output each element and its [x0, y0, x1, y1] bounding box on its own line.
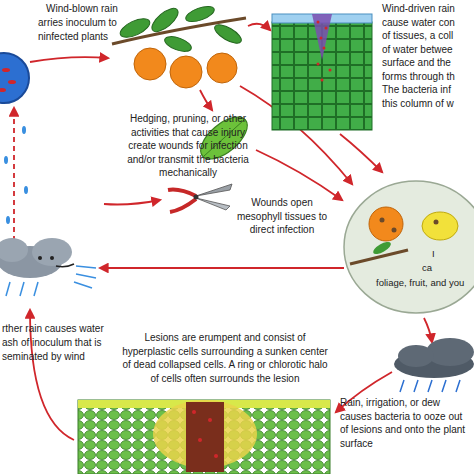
cycle-arrow — [200, 90, 212, 110]
annotation-text: The bacteria inf — [382, 83, 451, 97]
oranges — [134, 48, 237, 88]
bacteria — [0, 68, 16, 92]
cycle-arrow — [100, 267, 344, 269]
symptom-text: ca — [422, 262, 432, 274]
pruning-shears — [168, 184, 232, 212]
oval-ground — [344, 181, 474, 313]
cycle-arrow — [104, 200, 160, 205]
cycle-arrow — [13, 108, 15, 250]
symptom-text: foliage, fruit, and you — [376, 277, 464, 289]
annotation-text: of water betwee — [382, 43, 453, 57]
storm-cloud — [0, 238, 96, 296]
orange-fruit — [369, 207, 403, 241]
annotation-text: ash of inoculum that is — [2, 336, 102, 350]
bacteria — [317, 21, 332, 82]
annotation-text: Wounds open mesophyll tissues to direct … — [232, 196, 332, 237]
annotation-text: Rain, irrigation, or dew causes bacteria… — [340, 396, 472, 450]
oval-outline — [342, 178, 474, 316]
water-column — [312, 14, 332, 60]
leaf-cells — [272, 22, 372, 130]
annotation-text: forms through th — [382, 70, 455, 84]
cycle-arrow — [248, 24, 270, 30]
rain-cloud — [394, 338, 474, 392]
annotation-text: Lesions are erumpent and consist of hype… — [120, 331, 330, 385]
annotation-text: seminated by wind — [2, 350, 85, 364]
canker-lesion — [380, 218, 385, 223]
annotation-text: Wind-driven rain — [382, 2, 455, 16]
annotation-text: Wind-blown rain — [46, 2, 118, 16]
annotation-text: surface and the — [382, 56, 451, 70]
lesion-cross-section — [78, 400, 330, 474]
citrus-leaves — [118, 3, 244, 54]
rain-drops — [4, 126, 28, 224]
cycle-arrow — [424, 318, 432, 342]
annotation-text: cause water con — [382, 16, 455, 30]
annotation-text: rther rain causes water — [2, 322, 104, 336]
stem-leaf — [371, 240, 392, 257]
annotation-text: this column of w — [382, 97, 454, 111]
lemon-fruit — [422, 212, 458, 240]
symptom-text: I — [432, 248, 435, 260]
canker-lesion — [434, 220, 439, 225]
inoculum-drop — [0, 53, 29, 103]
canker-lesion — [392, 228, 397, 233]
cycle-arrow — [30, 57, 108, 62]
cycle-arrow — [256, 150, 342, 200]
symptom-oval: Ica foliage, fruit, and you — [342, 178, 474, 316]
annotation-text: of tissues, a coll — [382, 29, 453, 43]
annotation-text: ninfected plants — [38, 30, 108, 44]
annotation-text: Hedging, pruning, or other activities th… — [118, 112, 258, 180]
cycle-arrow — [340, 134, 382, 172]
annotation-text: arries inoculum to — [38, 16, 117, 30]
